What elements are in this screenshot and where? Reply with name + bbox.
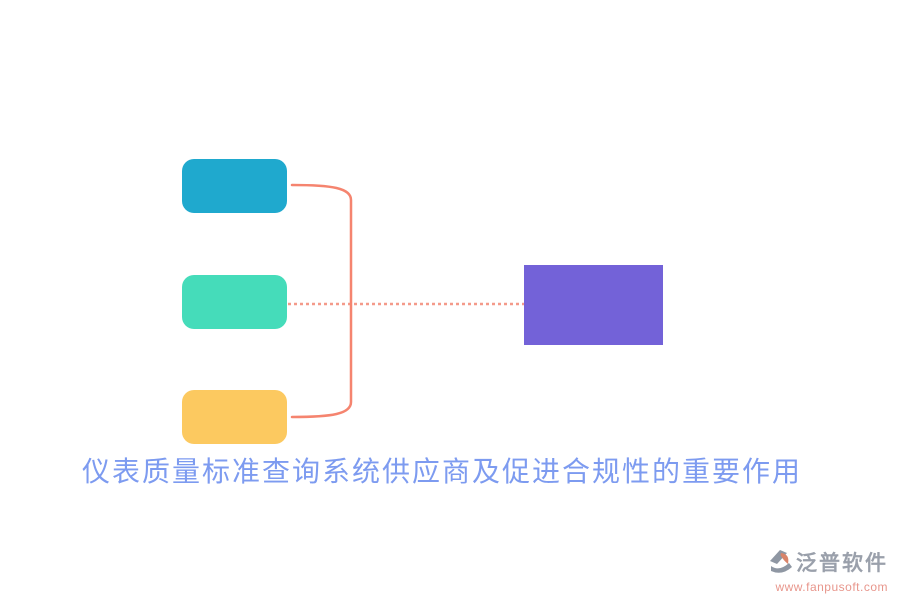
node-right — [524, 265, 663, 345]
node-bottom — [182, 390, 287, 444]
fanpu-logo-icon — [770, 550, 792, 573]
brand-url: www.fanpusoft.com — [775, 580, 888, 594]
brand-name: 泛普软件 — [796, 551, 888, 576]
node-middle — [182, 275, 287, 329]
node-top — [182, 159, 287, 213]
brand-logo: 泛普软件 www.fanpusoft.com — [738, 549, 888, 594]
caption-title: 仪表质量标准查询系统供应商及促进合规性的重要作用 — [82, 457, 803, 488]
bracket-connector — [290, 183, 353, 419]
brand-row: 泛普软件 — [738, 549, 888, 579]
